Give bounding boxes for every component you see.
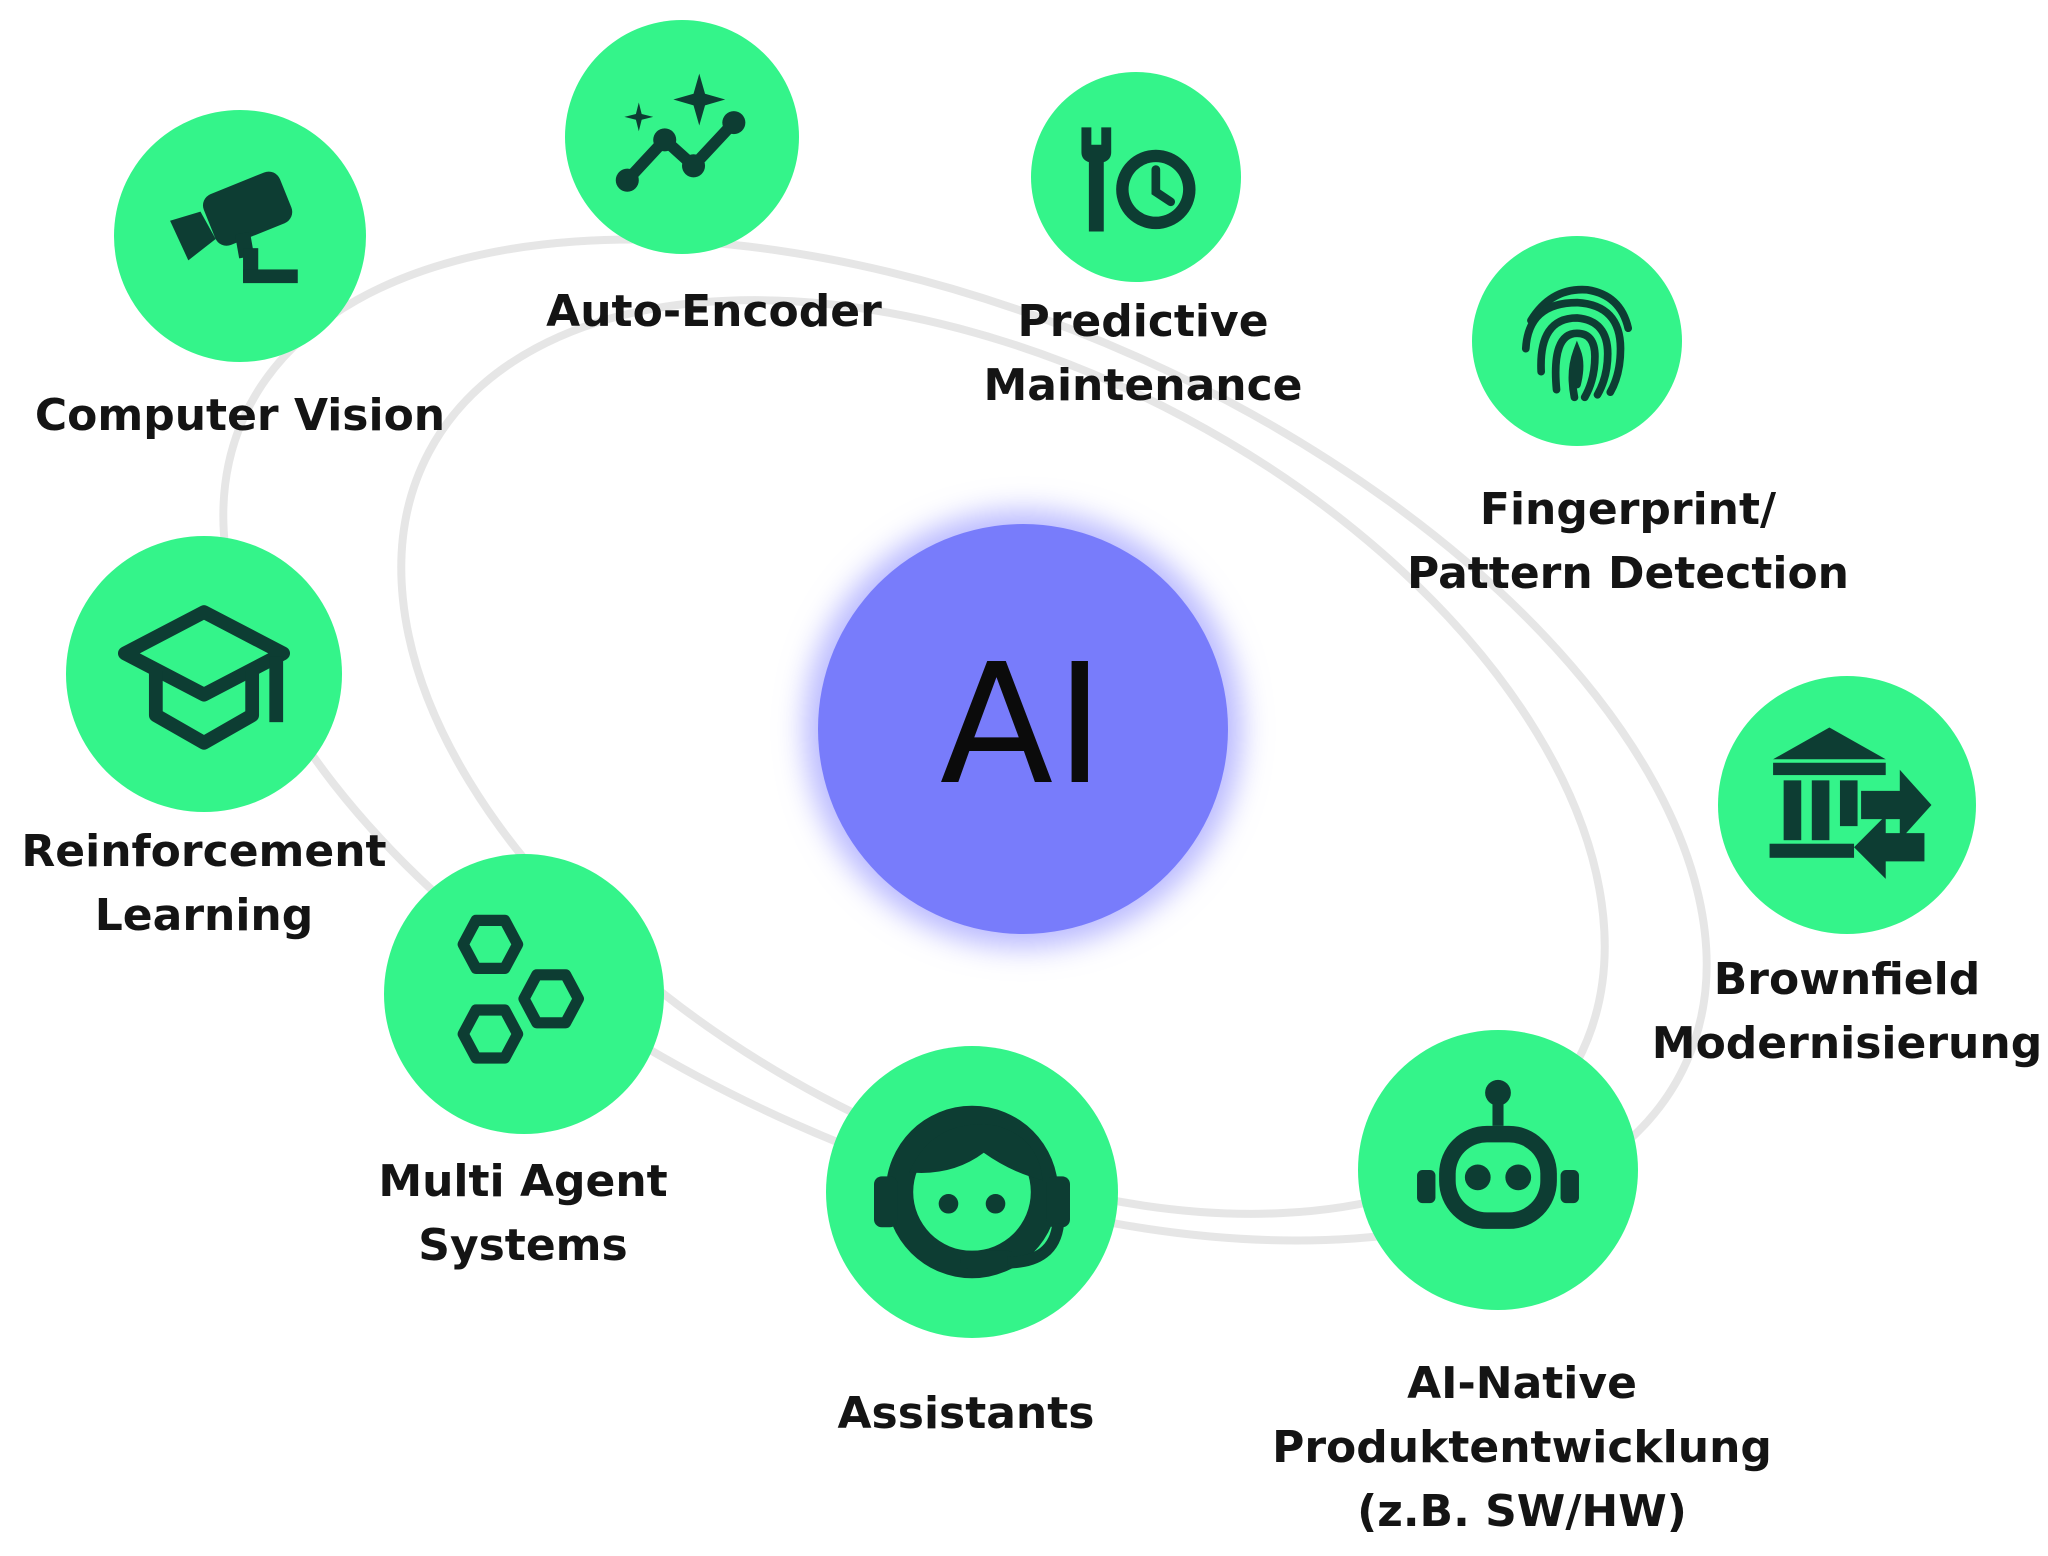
hub-label: AI (939, 629, 1107, 822)
label-line: Fingerprint/ (1479, 484, 1777, 535)
label-reinforcement: Reinforcement Learning (21, 820, 386, 948)
sparkle-trend-icon (615, 73, 746, 192)
label-multi-agent: Multi Agent Systems (378, 1150, 667, 1278)
ai-hub: AI (818, 524, 1228, 934)
label-line: Assistants (837, 1388, 1095, 1439)
label-line: Brownfield (1713, 954, 1981, 1005)
hexagons-icon (457, 914, 584, 1064)
label-brownfield: Brownfield Modernisierung (1652, 948, 2042, 1076)
label-assistants: Assistants (838, 1382, 1095, 1446)
robot-icon (1417, 1079, 1579, 1229)
headset-agent-icon (874, 1105, 1070, 1279)
label-line: Auto-Encoder (546, 286, 882, 337)
label-predictive-maintenance: Predictive Maintenance (983, 290, 1302, 418)
node-brownfield (1718, 676, 1976, 934)
label-line: Modernisierung (1651, 1018, 2043, 1069)
label-line: Systems (418, 1220, 628, 1271)
label-fingerprint: Fingerprint/ Pattern Detection (1407, 478, 1849, 606)
label-line: Predictive (1017, 296, 1269, 347)
label-line: Produktentwicklung (1272, 1422, 1772, 1473)
label-line: Maintenance (983, 360, 1303, 411)
node-ai-native (1358, 1030, 1638, 1310)
fingerprint-icon (1521, 285, 1633, 402)
graduation-cap-icon (118, 605, 290, 750)
node-reinforcement (66, 536, 342, 812)
label-computer-vision: Computer Vision (35, 384, 445, 448)
node-fingerprint (1472, 236, 1682, 446)
label-line: AI-Native (1407, 1358, 1637, 1409)
label-line: Computer Vision (34, 390, 446, 441)
wrench-clock-icon (1081, 127, 1196, 232)
outer-orbit (219, 235, 1711, 1245)
label-auto-encoder: Auto-Encoder (546, 280, 882, 344)
bank-transfer-icon (1769, 727, 1932, 879)
node-assistants (826, 1046, 1118, 1338)
label-line: (z.B. SW/HW) (1357, 1486, 1687, 1537)
label-ai-native: AI-Native Produktentwicklung (z.B. SW/HW… (1272, 1352, 1772, 1544)
label-line: Multi Agent (378, 1156, 668, 1207)
node-computer-vision (114, 110, 366, 362)
node-multi-agent (384, 854, 664, 1134)
security-camera-icon (170, 171, 298, 284)
label-line: Learning (94, 890, 314, 941)
label-line: Reinforcement (21, 826, 387, 877)
node-auto-encoder (565, 20, 799, 254)
node-predictive-maintenance (1031, 72, 1241, 282)
label-line: Pattern Detection (1407, 548, 1849, 599)
